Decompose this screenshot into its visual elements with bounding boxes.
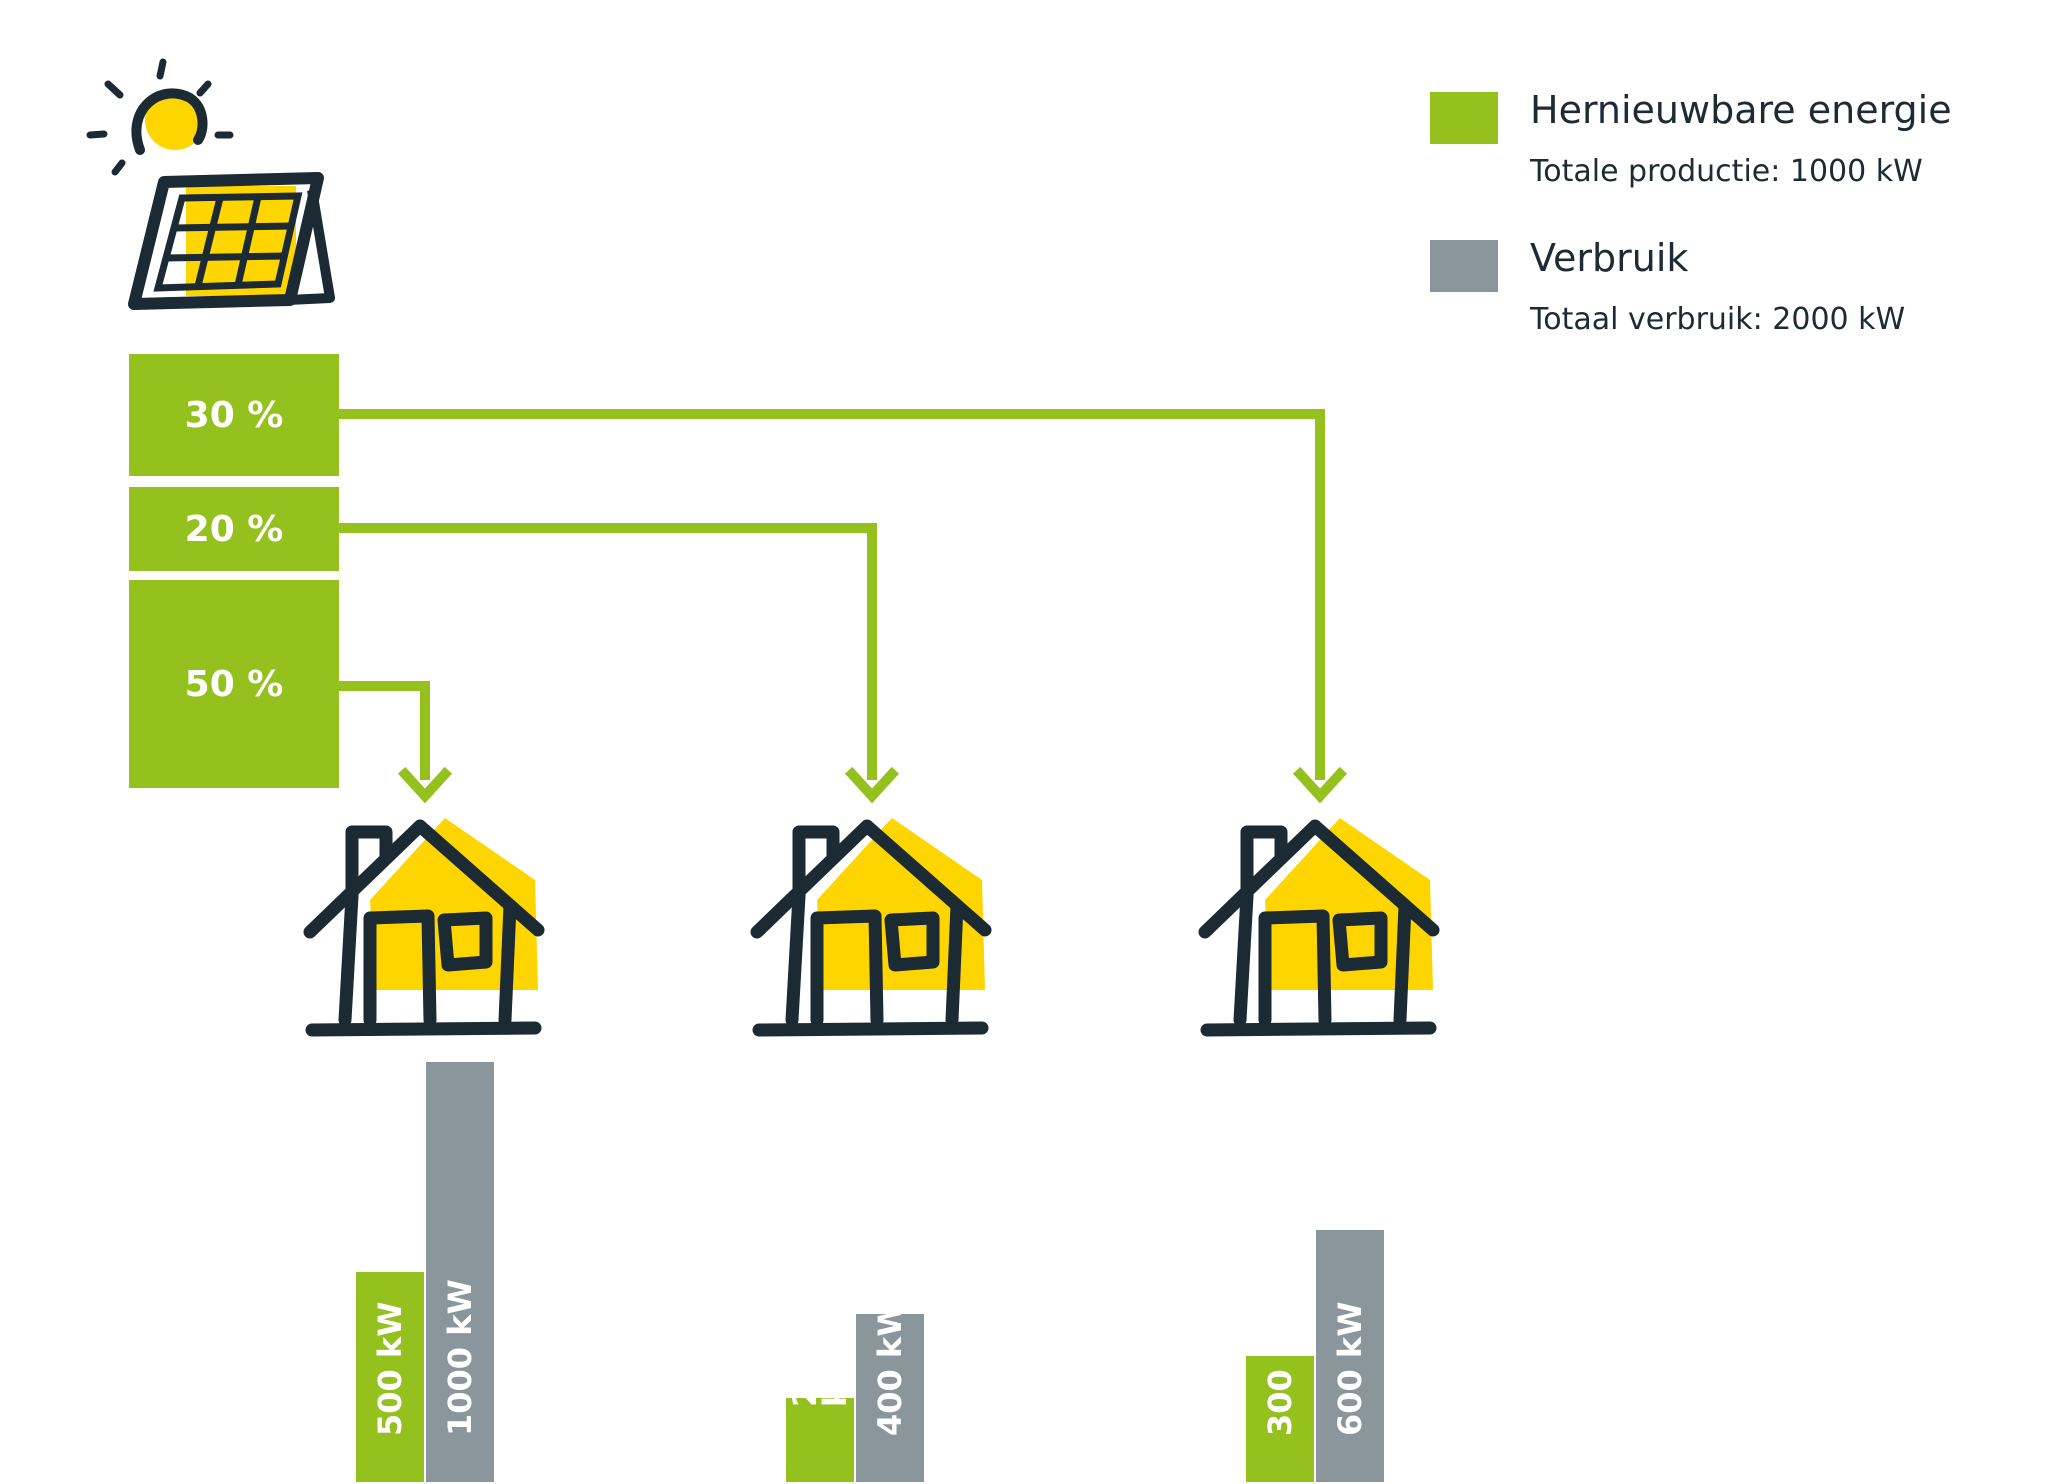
bar-label-renewable-house-1: 500 kW <box>371 1301 409 1436</box>
house-icon <box>750 818 992 1037</box>
share-block-50: 50 % <box>129 580 339 788</box>
flow-line-20 <box>339 523 877 780</box>
bar-renewable-house-2: 200 kW <box>786 1340 854 1482</box>
bar-label-consumption-house-3: 600 kW <box>1331 1301 1369 1436</box>
share-label-30: 30 % <box>184 394 284 436</box>
green-square-icon <box>1430 92 1498 144</box>
legend-renewable-subtitle: Totale productie: 1000 kW <box>1530 154 1923 189</box>
share-label-20: 20 % <box>184 508 284 550</box>
bar-consumption-house-1: 1000 kW <box>426 1062 494 1482</box>
solar-panel-icon <box>128 172 335 310</box>
legend-consumption-subtitle: Totaal verbruik: 2000 kW <box>1530 302 1906 337</box>
bar-renewable-house-3: 300 kW <box>1246 1301 1314 1482</box>
bar-label-consumption-house-2: 400 kW <box>871 1301 909 1436</box>
bar-label-consumption-house-1: 1000 kW <box>441 1279 479 1436</box>
arrowhead-house-3 <box>1292 766 1348 804</box>
flow-line-50 <box>339 681 430 780</box>
bar-consumption-house-2: 400 kW <box>856 1301 924 1482</box>
bar-label-renewable-house-3: 300 kW <box>1261 1301 1299 1436</box>
grey-square-icon <box>1430 240 1498 292</box>
flow-line-30 <box>339 409 1325 780</box>
flow-arrowheads <box>397 766 1348 804</box>
sun-icon <box>86 58 234 176</box>
bar-renewable-house-1: 500 kW <box>356 1272 424 1482</box>
arrowhead-house-1 <box>397 766 453 804</box>
share-label-50: 50 % <box>184 663 284 705</box>
legend-consumption-title: Verbruik <box>1530 236 1689 280</box>
share-block-20: 20 % <box>129 487 339 571</box>
bar-label-renewable-house-2: 200 kW <box>786 1340 855 1408</box>
house-icon <box>303 818 545 1037</box>
share-block-30: 30 % <box>129 354 339 476</box>
arrowhead-house-2 <box>844 766 900 804</box>
bar-consumption-house-3: 600 kW <box>1316 1230 1384 1482</box>
legend-renewable-title: Hernieuwbare energie <box>1530 88 1952 132</box>
house-icon <box>1198 818 1440 1037</box>
flow-lines <box>339 409 1325 780</box>
